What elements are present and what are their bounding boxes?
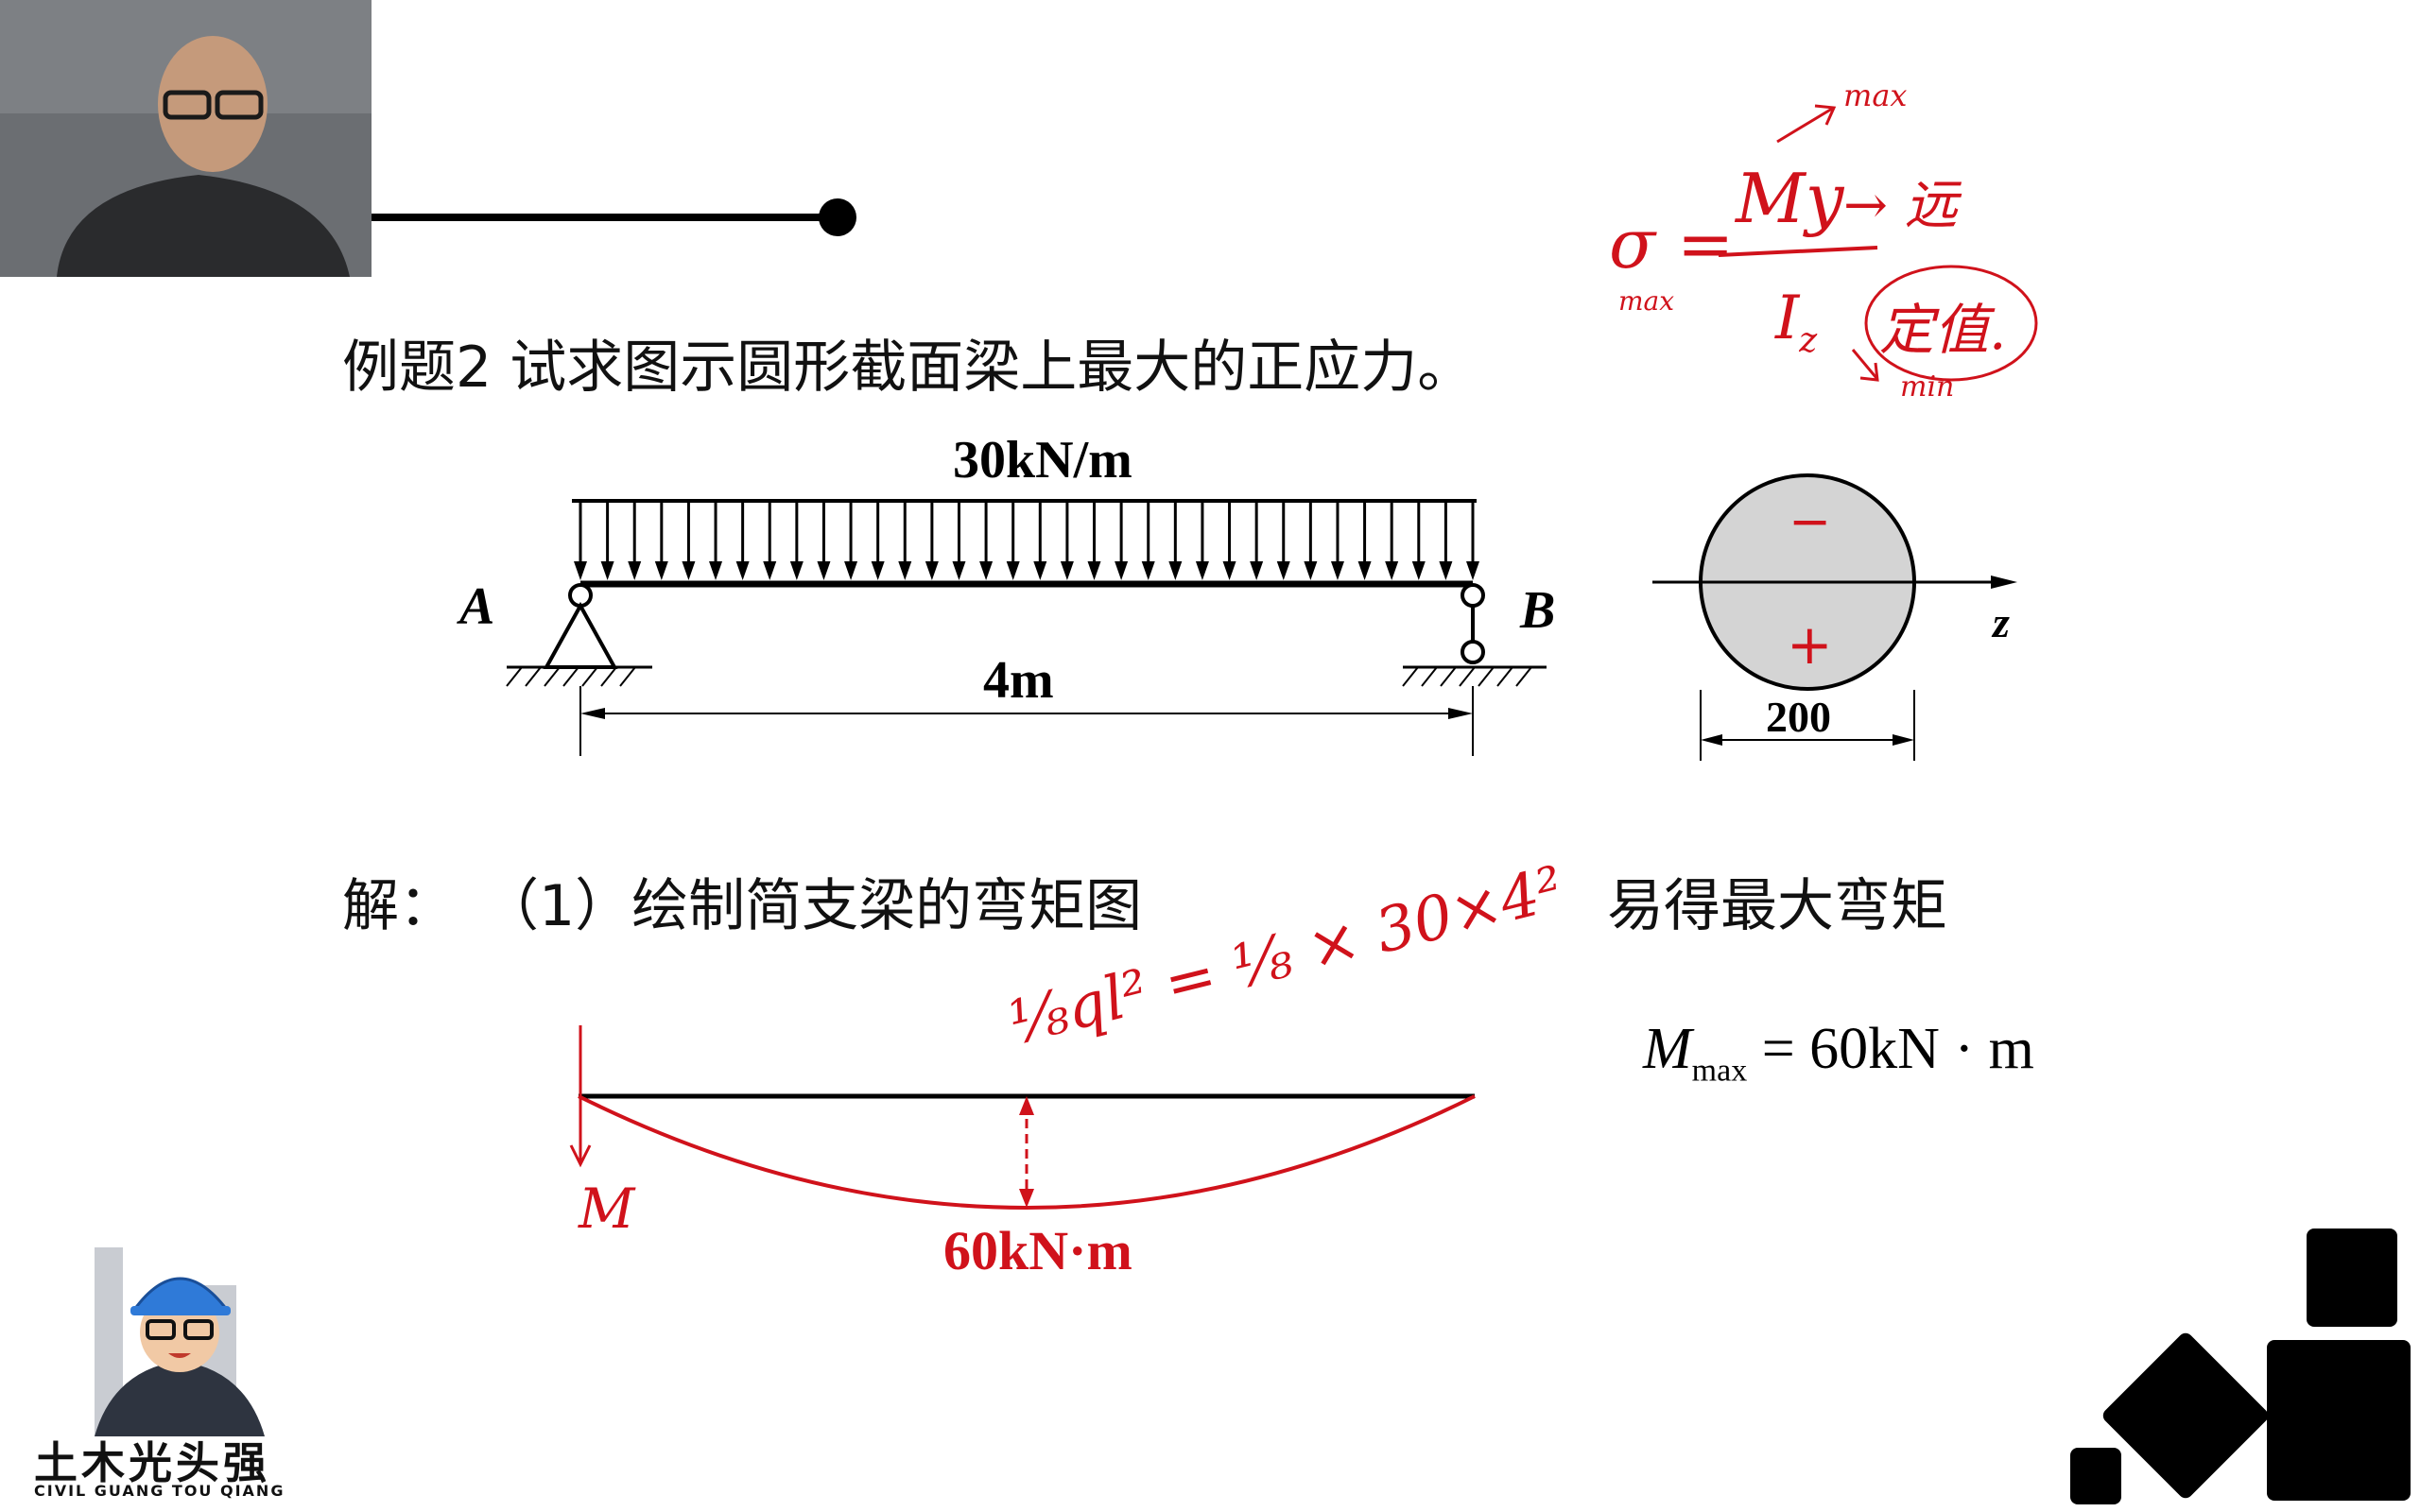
numerator-arrow: → 远 xyxy=(1843,175,1958,236)
fraction-bar xyxy=(1718,246,1878,257)
load-arrow-head xyxy=(1250,561,1264,580)
load-arrow-head xyxy=(1304,561,1318,580)
ground-a-hatch xyxy=(506,666,636,687)
load-arrow-head xyxy=(1115,561,1129,580)
mmax-value: = 60kN · m xyxy=(1761,1017,2034,1081)
hatch-mark xyxy=(1421,666,1438,687)
distributed-load-arrows xyxy=(574,501,1479,580)
load-label: 30kN/m xyxy=(953,431,1132,490)
load-arrow-head xyxy=(654,561,668,580)
hatch-mark xyxy=(1440,666,1457,687)
load-arrow-head xyxy=(817,561,831,580)
deco-block-diamond xyxy=(2100,1330,2272,1502)
moment-diagram xyxy=(569,1025,1476,1210)
support-a-triangle xyxy=(543,601,618,669)
load-arrow-head xyxy=(1222,561,1236,580)
load-arrow-head xyxy=(789,561,804,580)
load-arrow-head xyxy=(1168,561,1183,580)
load-arrow-head xyxy=(1466,561,1479,580)
load-arrow-head xyxy=(925,561,939,580)
hatch-mark xyxy=(1478,666,1495,687)
load-arrow-head xyxy=(844,561,858,580)
load-arrow-head xyxy=(1357,561,1372,580)
moment-label-annotation: M xyxy=(579,1177,635,1241)
support-a-label: A xyxy=(459,577,495,636)
load-arrow-head xyxy=(1439,561,1453,580)
load-arrow-head xyxy=(763,561,777,580)
load-arrow-head xyxy=(871,561,885,580)
load-arrow-head xyxy=(979,561,994,580)
title-underline xyxy=(372,214,825,221)
load-arrow-head xyxy=(1033,561,1047,580)
load-arrow-head xyxy=(952,561,966,580)
solution-label: 解： xyxy=(342,873,456,939)
numerator: My xyxy=(1736,159,1844,238)
roller-b-top xyxy=(1461,583,1485,608)
logo-subtext: CIVIL GUANG TOU QIANG xyxy=(34,1482,285,1500)
stress-lhs-sub: max xyxy=(1618,285,1675,317)
webcam-feed xyxy=(0,0,372,277)
fixed-value-circle xyxy=(1864,265,2038,382)
load-arrow-head xyxy=(735,561,750,580)
mascot-logo xyxy=(95,1247,265,1436)
load-arrow-head xyxy=(1330,561,1344,580)
deco-block-top xyxy=(2307,1228,2397,1327)
mmax-equation: Mmax = 60kN · m xyxy=(1643,1016,2034,1089)
tension-sign: + xyxy=(1787,612,1833,677)
load-arrow-head xyxy=(1276,561,1290,580)
cross-section-diagram xyxy=(1652,473,2017,761)
load-arrow-head xyxy=(1195,561,1209,580)
hatch-mark xyxy=(544,666,561,687)
hatch-mark xyxy=(600,666,617,687)
stress-formula-strokes xyxy=(1718,104,2038,382)
hatch-mark xyxy=(1515,666,1532,687)
load-arrow-head xyxy=(898,561,912,580)
hatch-mark xyxy=(581,666,598,687)
load-arrow-head xyxy=(628,561,642,580)
load-arrow-head xyxy=(574,561,587,580)
mmax-symbol: M xyxy=(1643,1017,1692,1081)
load-arrow-head xyxy=(600,561,614,580)
denominator-min: min xyxy=(1900,370,1955,404)
load-arrow-head xyxy=(1141,561,1155,580)
hatch-mark xyxy=(525,666,542,687)
load-arrow-head xyxy=(709,561,723,580)
hatch-mark xyxy=(1496,666,1513,687)
hatch-mark xyxy=(562,666,579,687)
denominator: Iz xyxy=(1775,284,1818,360)
problem-title: 例题2 试求图示圆形截面梁上最大的正应力。 xyxy=(342,335,1475,401)
ground-b-hatch xyxy=(1402,666,1532,687)
deco-block-large xyxy=(2267,1340,2411,1501)
stress-lhs: σ = xyxy=(1609,204,1735,284)
hatch-mark xyxy=(1459,666,1476,687)
span-label: 4m xyxy=(983,651,1054,710)
z-axis-label: z xyxy=(1993,598,2010,646)
hatch-mark xyxy=(506,666,523,687)
mmax-subscript: max xyxy=(1691,1053,1748,1089)
roller-b-bottom xyxy=(1461,640,1485,664)
beam-diagram xyxy=(506,499,1547,756)
load-arrow-head xyxy=(1060,561,1074,580)
title-dot xyxy=(819,198,856,236)
fixed-value-note: 定值. xyxy=(1879,298,2007,362)
deco-block-small xyxy=(2070,1448,2121,1504)
diameter-label: 200 xyxy=(1766,693,1831,741)
load-arrow-head xyxy=(1385,561,1399,580)
hatch-mark xyxy=(619,666,636,687)
load-arrow-head xyxy=(1411,561,1426,580)
max-moment-label: 60kN·m xyxy=(943,1220,1132,1281)
result-intro: 易得最大弯矩 xyxy=(1607,873,1947,939)
hatch-mark xyxy=(1402,666,1419,687)
compression-sign: − xyxy=(1789,491,1832,551)
load-arrow-head xyxy=(1006,561,1020,580)
load-arrow-head xyxy=(682,561,696,580)
support-b-label: B xyxy=(1520,581,1556,640)
y-superscript: max xyxy=(1843,77,1908,113)
logo-text: 土木光头强 xyxy=(34,1437,270,1488)
load-arrow-head xyxy=(1087,561,1101,580)
solution-step1: （1）绘制简支梁的弯矩图 xyxy=(482,873,1143,939)
